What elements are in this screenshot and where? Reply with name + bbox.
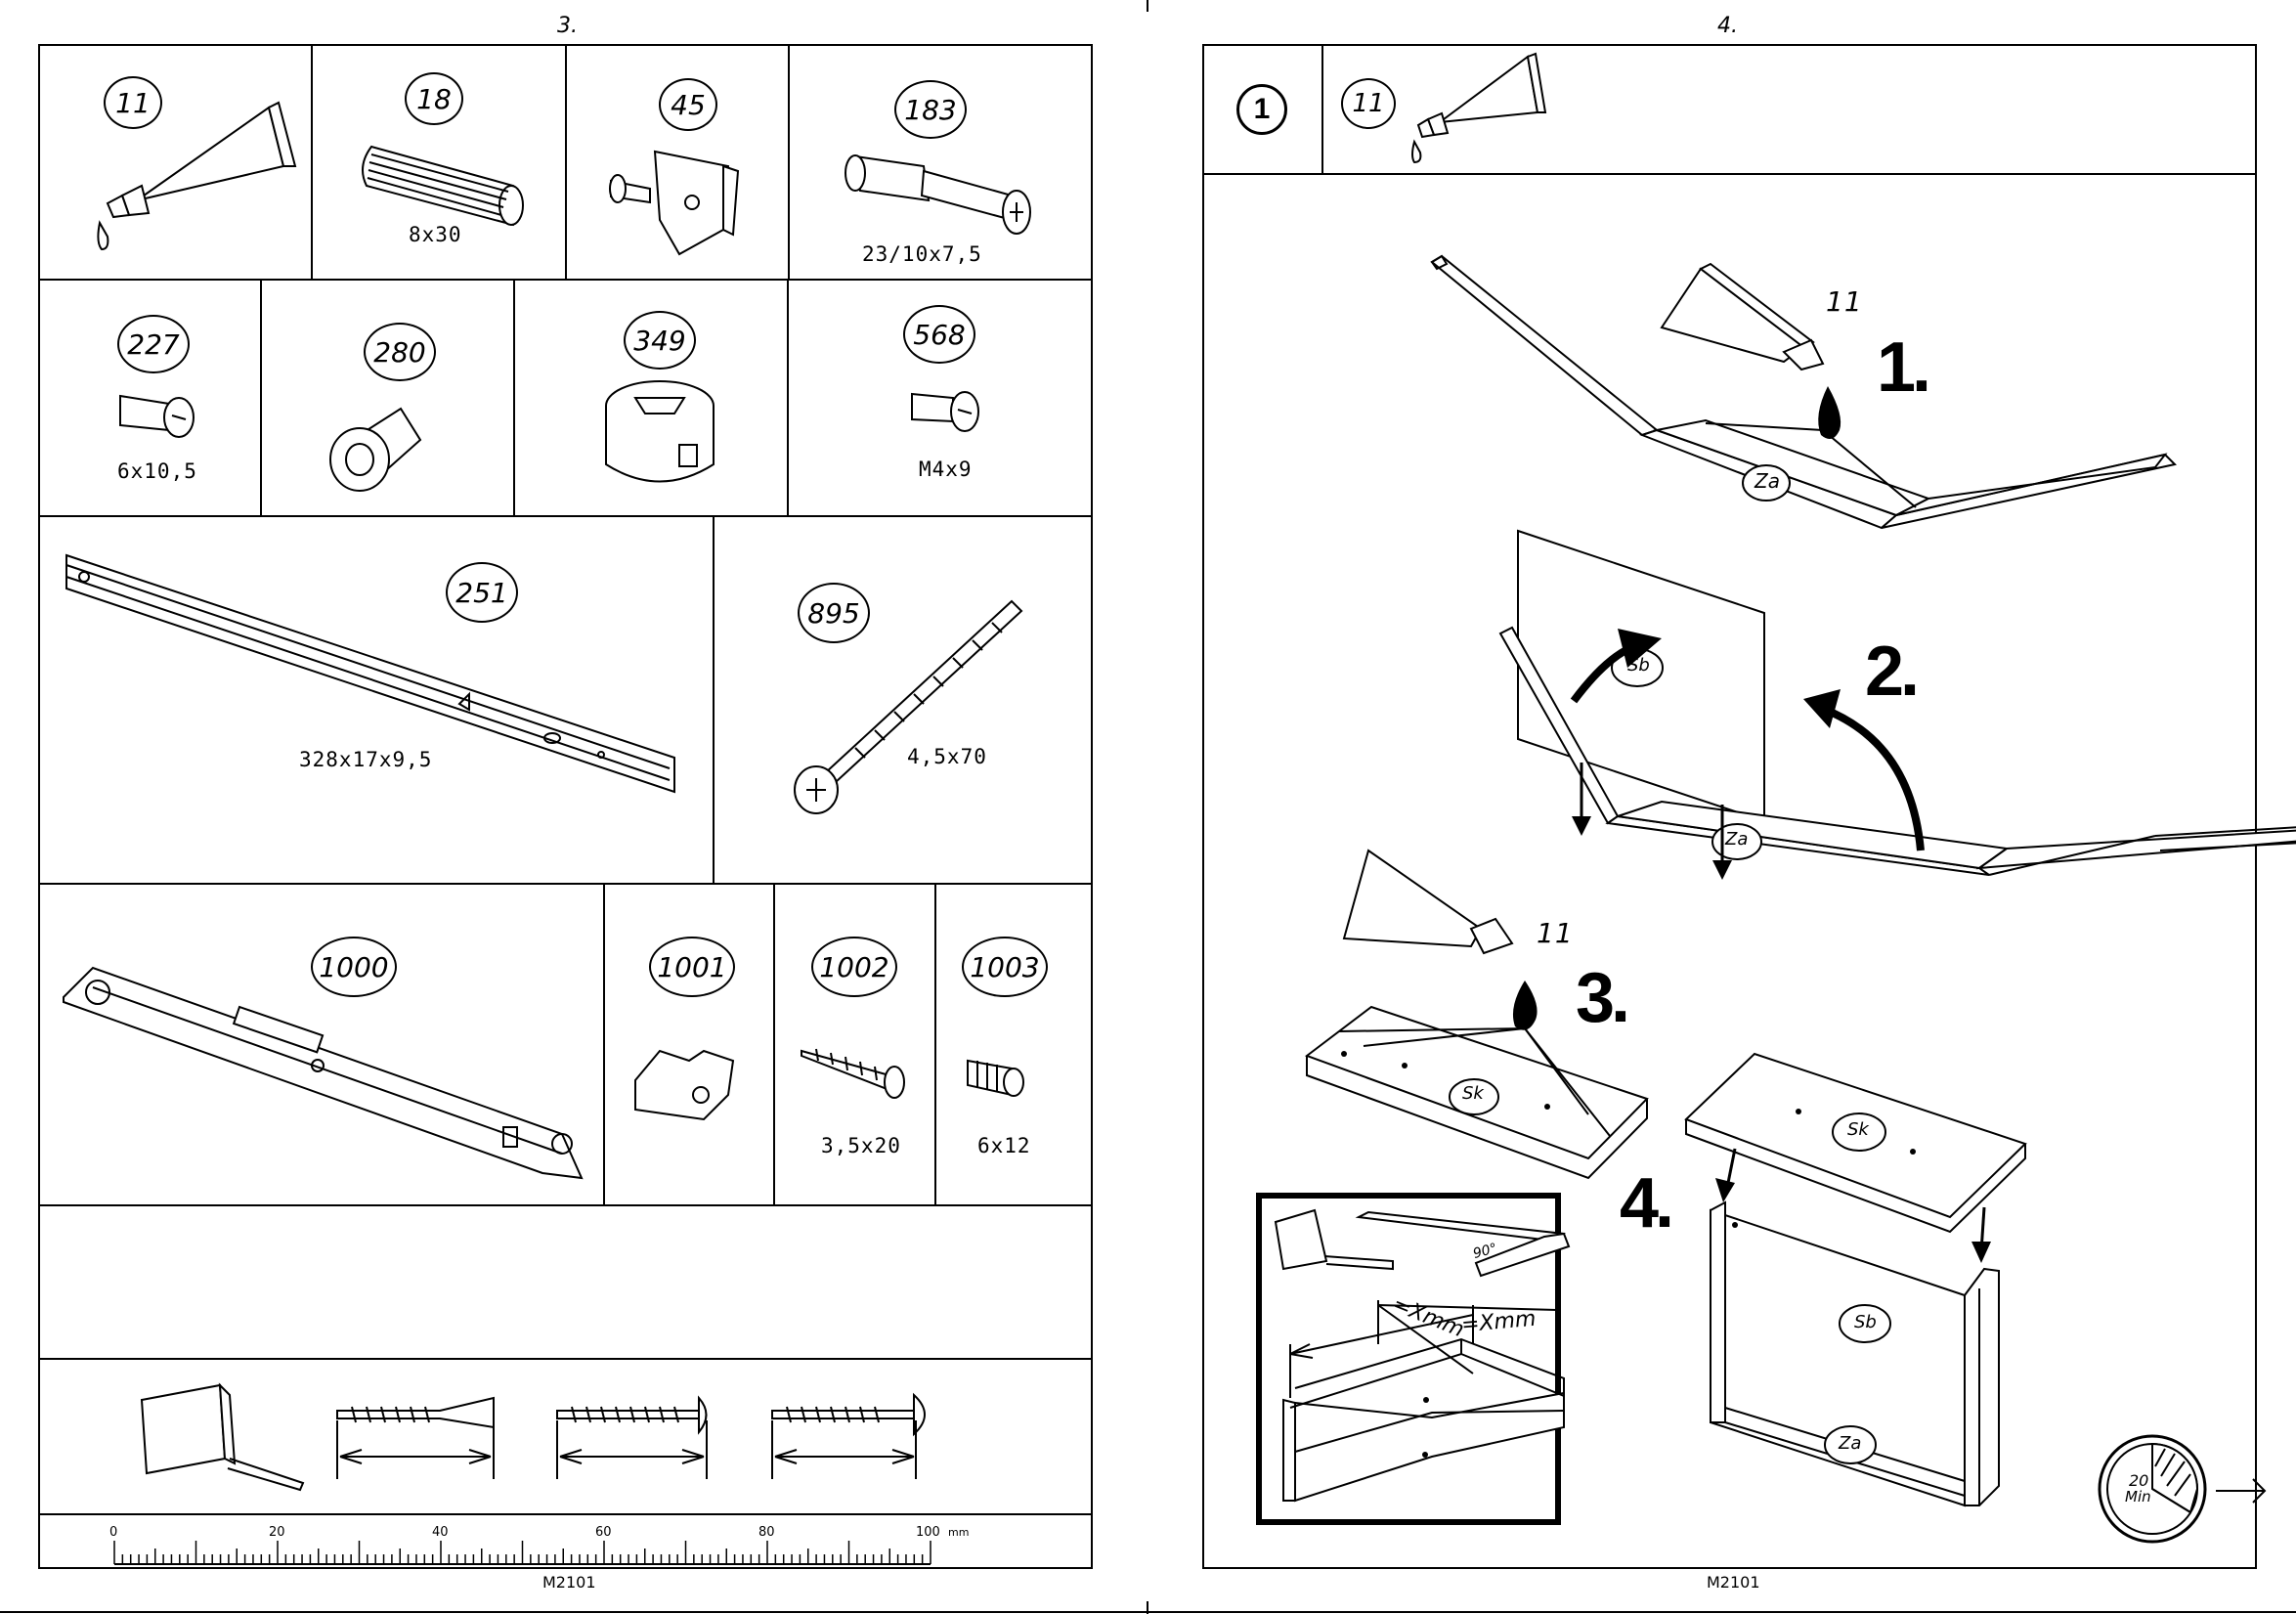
arrow-right-icon[interactable] (2214, 1476, 2273, 1505)
clock-icon (1148, 0, 2296, 1614)
right-page: 4. 1 11 1. 11 Za 2. (1148, 0, 2296, 1614)
assembly-time-unit: Min (2125, 1488, 2151, 1505)
model-code-right: M2101 (1707, 1573, 1760, 1592)
